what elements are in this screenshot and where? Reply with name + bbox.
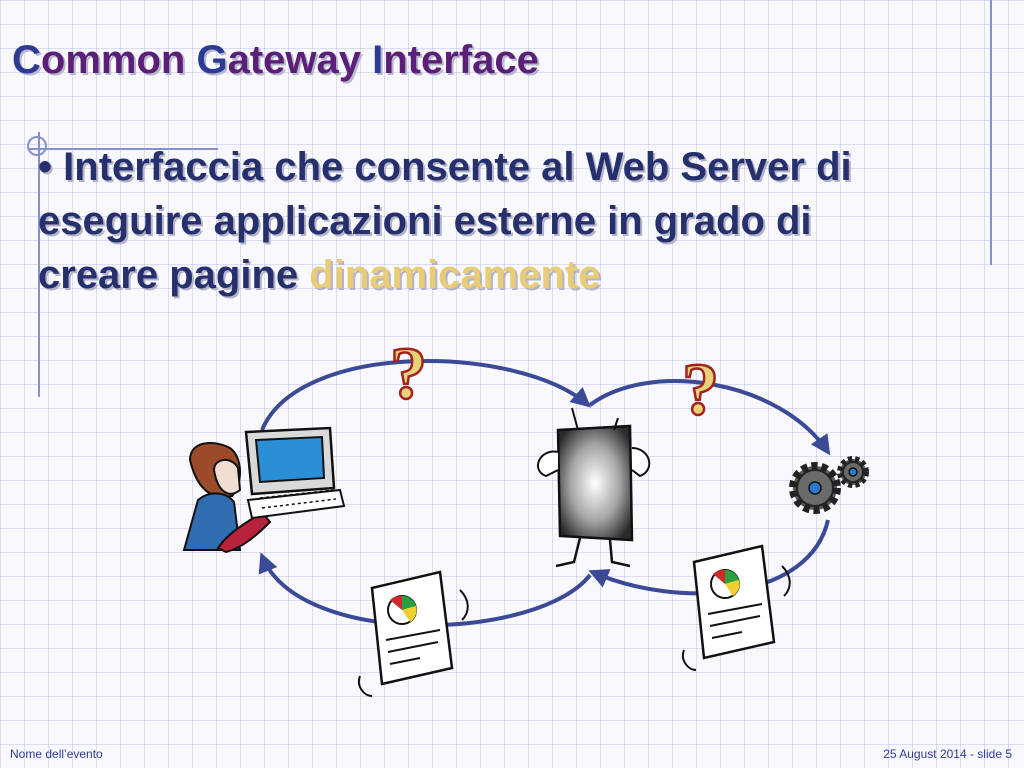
question-mark-1: ?: [390, 333, 427, 415]
bullet-highlight: dinamicamente: [309, 253, 601, 297]
title-word-2-cap: G: [196, 38, 228, 82]
decorative-horizontal-line: [28, 148, 218, 150]
title-word-2-rest: ateway: [227, 38, 361, 82]
title-word-1-rest: ommon: [40, 38, 186, 82]
decorative-circle: [27, 136, 47, 156]
web-server-icon: [537, 407, 651, 568]
user-at-computer-icon: [182, 426, 346, 554]
web-page-document-icon-2: [682, 544, 791, 671]
footer-slide-info: 25 August 2014 - slide 5: [883, 747, 1012, 761]
gears-icon: [789, 456, 869, 514]
arrow-server-to-gears: [588, 379, 831, 456]
title-word-3-rest: nterface: [383, 38, 539, 82]
title-word-3-cap: I: [372, 38, 384, 82]
bullet-text: Interfaccia che consente al Web Server d…: [38, 145, 852, 297]
title-word-1-cap: C: [12, 38, 41, 82]
slide-title: Common Gateway Interface: [12, 38, 539, 83]
web-page-document-icon-1: [358, 570, 469, 697]
decorative-vertical-line-left: [38, 132, 40, 397]
bullet-point: • Interfaccia che consente al Web Server…: [38, 140, 938, 302]
arrow-user-to-server: [260, 359, 592, 431]
question-mark-2: ?: [682, 349, 719, 431]
bullet-marker: •: [38, 145, 53, 189]
decorative-vertical-line-right: [990, 0, 992, 265]
footer-event-name: Nome dell’evento: [10, 747, 103, 761]
